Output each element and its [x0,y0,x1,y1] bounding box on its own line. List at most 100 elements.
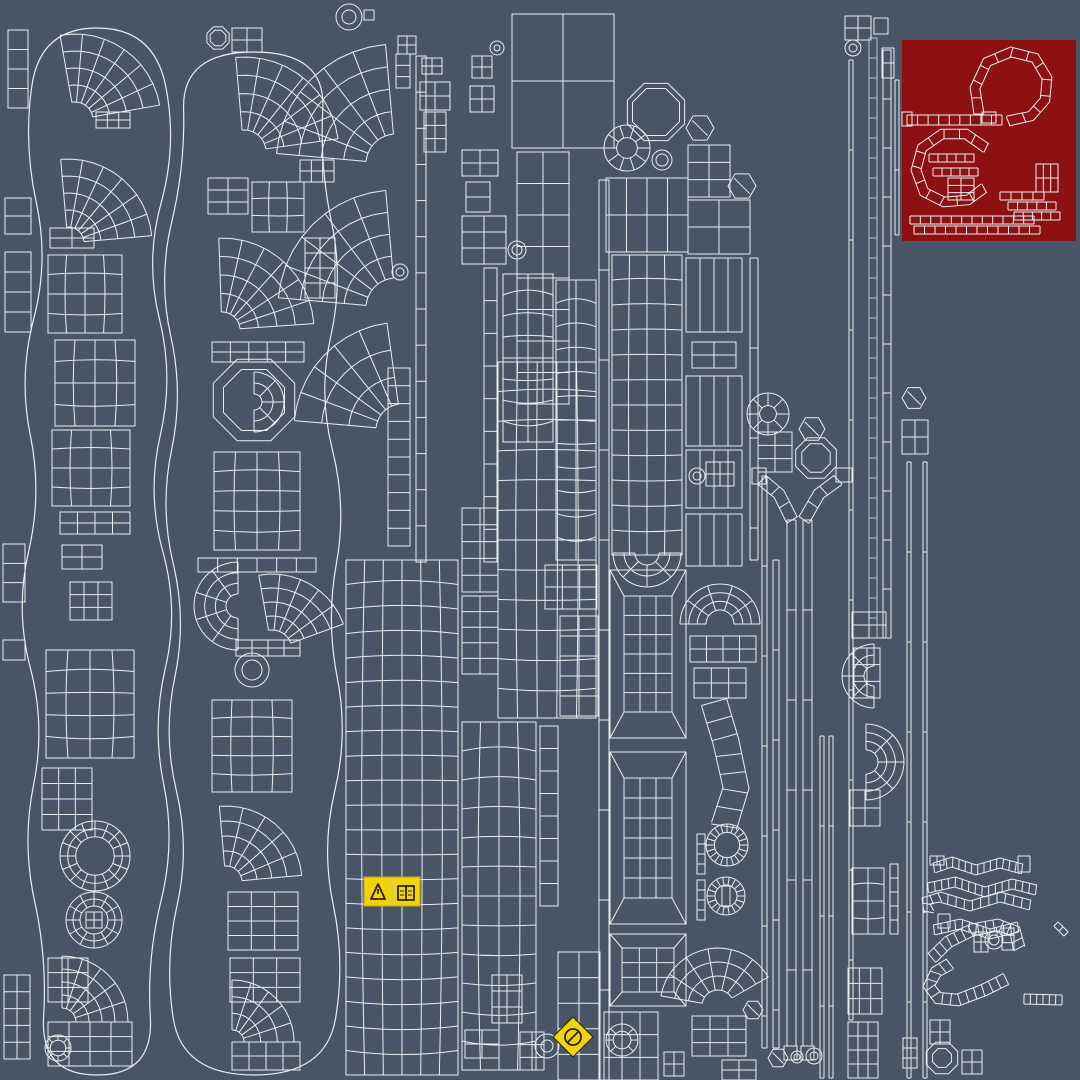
pillow-patch [213,451,301,551]
logo-hose-bar [906,114,1003,126]
bolt-ring [984,930,1004,950]
tick-strip [868,37,878,639]
half-disc [193,561,239,651]
thin-rail [772,559,780,1049]
floor-panel [497,361,597,719]
striped-ball [44,1034,72,1062]
tiny-grid [873,17,889,35]
small-grid [663,1051,685,1077]
ladder-strip [696,879,706,921]
small-grid [423,111,447,153]
octagon-dial [212,358,296,442]
corner-patch [60,158,153,243]
tick-strip [882,49,892,639]
panel-frame [609,569,687,739]
small-grid [721,1059,757,1080]
flask-ring [688,467,706,485]
pillow-patch [54,339,136,427]
cable-hose [926,876,1038,898]
small-grid [471,55,493,79]
left-edge-stack [4,251,32,333]
small-grid [693,667,747,699]
wheel-arch [293,322,399,429]
fork-arm [757,475,798,524]
small-grid [973,931,989,953]
window-frame [685,513,743,567]
limb-tube [701,698,750,831]
small-grid [929,1019,951,1045]
hose-cap [1017,855,1031,873]
hose-cap [937,913,951,929]
fan-wheel [65,891,123,949]
small-grid [397,35,417,55]
band [197,557,317,573]
hex-bolt [727,173,757,199]
window-frame [685,375,743,447]
side-strip [539,725,559,907]
small-grid [691,341,737,369]
diamond-sign [552,1016,594,1058]
tiny-grid [363,9,375,21]
small-grid [901,419,929,455]
corner-patch [231,979,295,1043]
bolt-ring [651,149,673,171]
small-grid [844,15,872,41]
side-rail [598,179,610,1080]
body-panel-b [164,51,343,1076]
capsule-grid [611,254,683,556]
wedge-grid [851,867,885,935]
small-grid [419,81,451,111]
small-grid [902,1037,918,1069]
small-grid [61,544,103,570]
ladder-strip [696,833,706,875]
fork-leg [786,519,797,1047]
hex-bolt [767,1048,789,1068]
left-edge-tab [2,639,26,661]
foot-fan [660,947,769,1004]
hex-bolt [685,115,715,141]
small-grid [961,1049,983,1075]
octagon-part [206,26,230,50]
window-band [605,177,689,253]
tall-rect [557,951,601,1080]
small-grid [461,149,499,177]
half-disc [865,723,905,801]
pillow-patch [47,254,123,334]
body-panel-a [21,27,173,1076]
small-grid [705,461,735,487]
small-grid [691,1015,747,1057]
slot [721,885,731,907]
ladder-strip [415,55,427,563]
top-rect [511,13,615,149]
left-edge-stack [4,197,32,235]
small-grid [41,767,93,831]
pillow-patch [45,649,135,759]
ribbed-ring [705,823,749,867]
small-grid [49,227,95,249]
small-grid [299,159,335,183]
lower-panel [461,721,537,1071]
small-grid [851,611,887,639]
small-grid [464,1029,500,1059]
corner-patch [218,237,315,330]
band [235,639,301,657]
small-grid [881,47,895,79]
mixer-box [461,507,499,593]
arm-cap [751,467,767,485]
corner-patch [258,573,344,644]
fork-leg [802,519,813,1047]
long-rail [848,59,854,1021]
logo-bricks [947,177,975,201]
pillow-patch [51,429,131,507]
left-edge-stack [2,543,26,603]
small-grid [231,1041,301,1071]
small-grid [469,85,495,113]
fork-arm [798,474,843,524]
small-grid [687,144,731,198]
hex-bolt [742,1000,764,1020]
cable-hose [922,958,1009,1007]
gauge-ring [234,652,270,688]
small-grid [465,181,491,213]
panel-frame [609,933,687,1007]
